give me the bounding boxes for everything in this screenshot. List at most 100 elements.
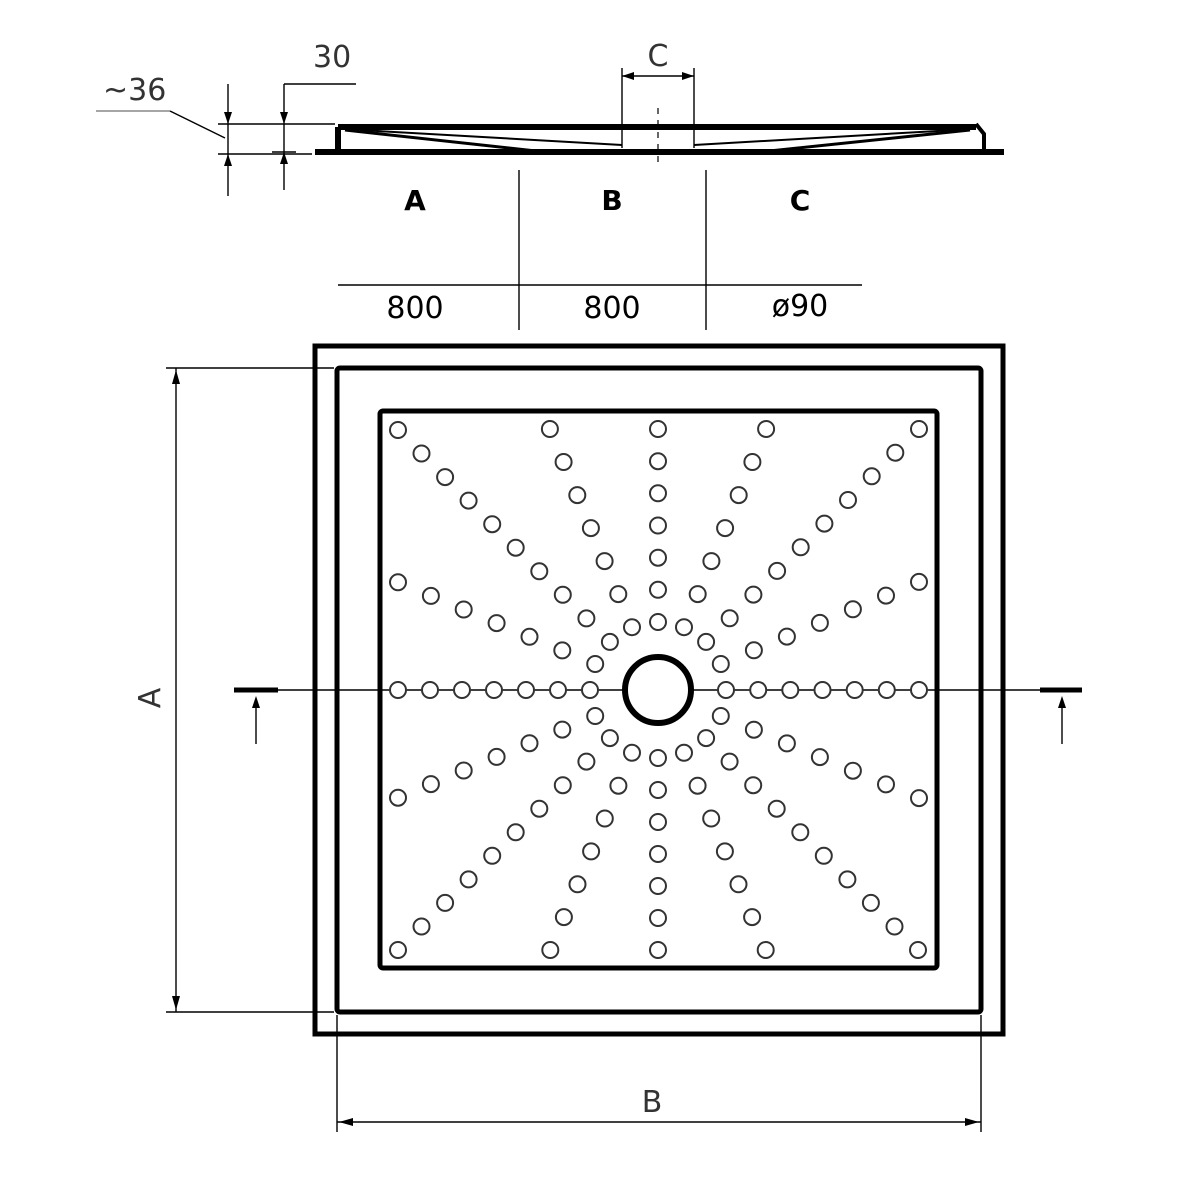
anti-slip-hole [389,681,407,699]
profile-slope-right-inner [693,129,956,146]
anti-slip-hole [649,580,667,599]
anti-slip-hole [862,467,881,486]
anti-slip-hole [581,681,599,699]
anti-slip-hole [702,552,721,571]
anti-slip-hole [743,908,762,927]
profile-right-wall [974,122,986,152]
table-value-b: 800 [583,291,640,326]
anti-slip-hole [483,515,502,534]
anti-slip-hole [910,789,928,808]
drain-dim-arrow-left [622,72,634,80]
anti-slip-hole [697,632,716,651]
anti-slip-hole [540,420,559,438]
anti-slip-hole [910,572,928,591]
anti-slip-hole [549,681,567,699]
table-value-c: ø90 [772,289,829,324]
rim-dim-arrow-top [280,112,288,124]
anti-slip-hole [720,609,739,628]
anti-slip-hole [520,627,539,646]
rim-dim-label: 30 [313,40,351,75]
anti-slip-hole [623,743,641,762]
table-header-a: A [404,184,426,217]
anti-slip-hole [554,453,573,471]
anti-slip-hole [729,486,748,505]
anti-slip-hole [568,875,587,894]
drain-outlet [622,654,694,726]
anti-slip-hole [389,788,407,807]
table-value-a: 800 [386,291,443,326]
anti-slip-hole [506,823,525,842]
anti-slip-hole [885,917,904,936]
anti-slip-hole [483,846,502,865]
anti-slip-hole [487,747,506,766]
anti-slip-hole [649,781,667,799]
anti-slip-hole [609,776,628,795]
anti-slip-hole [877,775,895,794]
anti-slip-hole [843,600,862,619]
anti-slip-hole [553,776,572,795]
anti-slip-hole [756,941,775,959]
anti-slip-hole [845,681,864,699]
b-dim-arrow-left [339,1118,353,1126]
drain-dim-label: C [648,39,669,74]
table-header-c: C [790,184,811,217]
anti-slip-hole [554,908,573,927]
anti-slip-hole [649,452,667,471]
anti-slip-hole [421,775,440,794]
profile-slope-left-inner [359,129,623,146]
anti-slip-hole [577,752,596,771]
rim-dim-arrow-bottom [280,152,288,164]
dimension-table: A B C 800 800 ø90 [338,170,862,330]
anti-slip-hole [909,941,927,959]
anti-slip-hole [412,917,431,936]
anti-slip-hole [910,420,928,438]
anti-slip-hole [688,585,707,604]
anti-slip-hole [530,799,549,818]
anti-slip-hole [749,681,768,699]
anti-slip-hole [595,809,614,828]
lip-dim-arrow-top [224,112,232,124]
anti-slip-hole [767,799,786,818]
section-arrow-left-head [252,696,260,708]
anti-slip-hole [675,618,693,637]
anti-slip-hole [454,600,473,619]
anti-slip-hole [586,707,605,725]
side-profile-view: C ~36 30 [96,39,1004,196]
anti-slip-hole [777,627,796,646]
anti-slip-hole [412,444,431,463]
anti-slip-hole [609,585,628,604]
profile-slope-right-outer [759,128,971,154]
anti-slip-hole [553,585,572,604]
anti-slip-hole [530,562,549,581]
anti-slip-hole [839,491,857,509]
profile-slope-left-outer [344,128,546,154]
anti-slip-hole [595,552,614,571]
anti-slip-hole [716,519,735,538]
anti-slip-hole [459,870,478,889]
anti-slip-hole [744,585,763,604]
anti-slip-hole [720,752,739,771]
anti-slip-hole [649,813,667,831]
anti-slip-hole [389,573,407,592]
lip-leader-diagonal [169,110,226,139]
anti-slip-hole [520,734,539,753]
anti-slip-hole [814,846,833,865]
anti-slip-hole [757,420,776,438]
anti-slip-hole [541,941,560,959]
anti-slip-hole [688,776,707,795]
anti-slip-hole [553,641,572,660]
anti-slip-hole [810,613,829,632]
anti-slip-hole [729,875,748,894]
anti-slip-hole [744,776,763,795]
anti-slip-hole [777,734,796,753]
anti-slip-hole [781,681,800,699]
anti-slip-hole [436,468,455,487]
anti-slip-hole [702,809,721,828]
anti-slip-hole [861,893,880,912]
anti-slip-hole [649,877,667,895]
b-dim-arrow-right [965,1118,979,1126]
anti-slip-hole [436,893,455,912]
anti-slip-hole [649,749,667,767]
a-dim-arrow-top [172,370,180,384]
